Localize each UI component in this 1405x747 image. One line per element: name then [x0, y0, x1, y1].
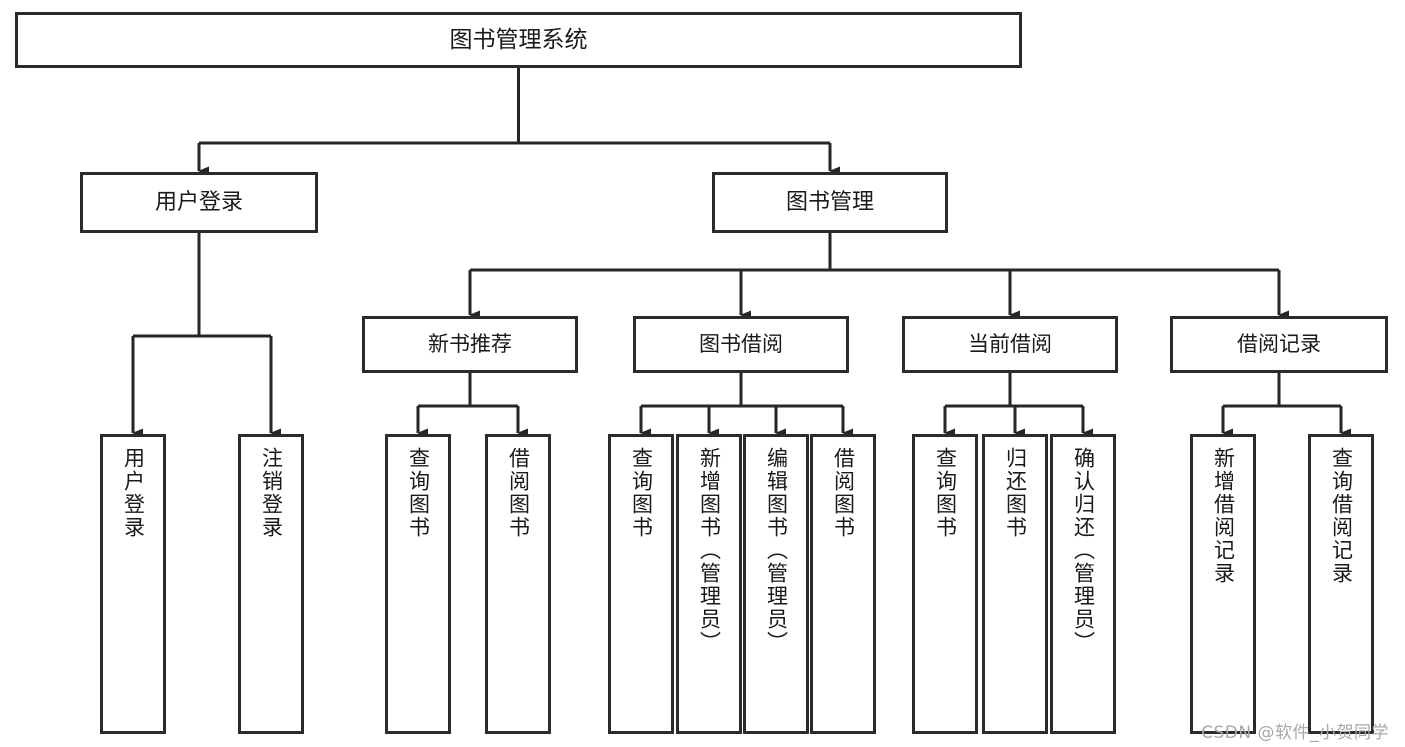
node-label: 新增借阅记录	[1211, 447, 1236, 585]
node-label: 新增图书（管理员）	[697, 447, 722, 654]
node-records[interactable]: 借阅记录	[1170, 316, 1388, 373]
node-c3[interactable]: 确认归还（管理员）	[1050, 434, 1116, 734]
node-b4[interactable]: 借阅图书	[810, 434, 876, 734]
node-label: 查询图书	[406, 447, 431, 539]
node-label: 注销登录	[259, 447, 284, 539]
node-b1[interactable]: 查询图书	[608, 434, 674, 734]
watermark-text: CSDN @软件_小贺同学	[1201, 723, 1389, 743]
node-root[interactable]: 图书管理系统	[15, 12, 1022, 68]
node-b2[interactable]: 新增图书（管理员）	[676, 434, 742, 734]
node-label: 查询图书	[629, 447, 654, 539]
node-label: 借阅图书	[506, 447, 531, 539]
node-newbook[interactable]: 新书推荐	[362, 316, 578, 373]
node-label: 用户登录	[154, 189, 243, 215]
node-label: 查询借阅记录	[1329, 447, 1354, 585]
node-r1[interactable]: 新增借阅记录	[1190, 434, 1256, 734]
node-label: 当前借阅	[968, 332, 1052, 357]
node-label: 借阅图书	[831, 447, 856, 539]
node-l2[interactable]: 注销登录	[238, 434, 304, 734]
node-label: 确认归还（管理员）	[1071, 447, 1096, 654]
node-bookmgmt[interactable]: 图书管理	[712, 172, 948, 233]
node-current[interactable]: 当前借阅	[902, 316, 1118, 373]
node-label: 新书推荐	[428, 332, 512, 357]
node-label: 图书管理	[785, 189, 874, 215]
node-label: 归还图书	[1003, 447, 1028, 539]
node-label: 用户登录	[121, 447, 146, 539]
node-r2[interactable]: 查询借阅记录	[1308, 434, 1374, 734]
node-c1[interactable]: 查询图书	[912, 434, 978, 734]
node-label: 图书管理系统	[449, 26, 588, 53]
node-label: 图书借阅	[699, 332, 783, 357]
node-c2[interactable]: 归还图书	[982, 434, 1048, 734]
node-n1[interactable]: 查询图书	[385, 434, 451, 734]
node-login[interactable]: 用户登录	[80, 172, 318, 233]
node-label: 借阅记录	[1237, 332, 1321, 357]
node-label: 编辑图书（管理员）	[764, 447, 789, 654]
node-l1[interactable]: 用户登录	[100, 434, 166, 734]
node-n2[interactable]: 借阅图书	[485, 434, 551, 734]
node-b3[interactable]: 编辑图书（管理员）	[743, 434, 809, 734]
node-label: 查询图书	[933, 447, 958, 539]
node-borrow[interactable]: 图书借阅	[633, 316, 849, 373]
